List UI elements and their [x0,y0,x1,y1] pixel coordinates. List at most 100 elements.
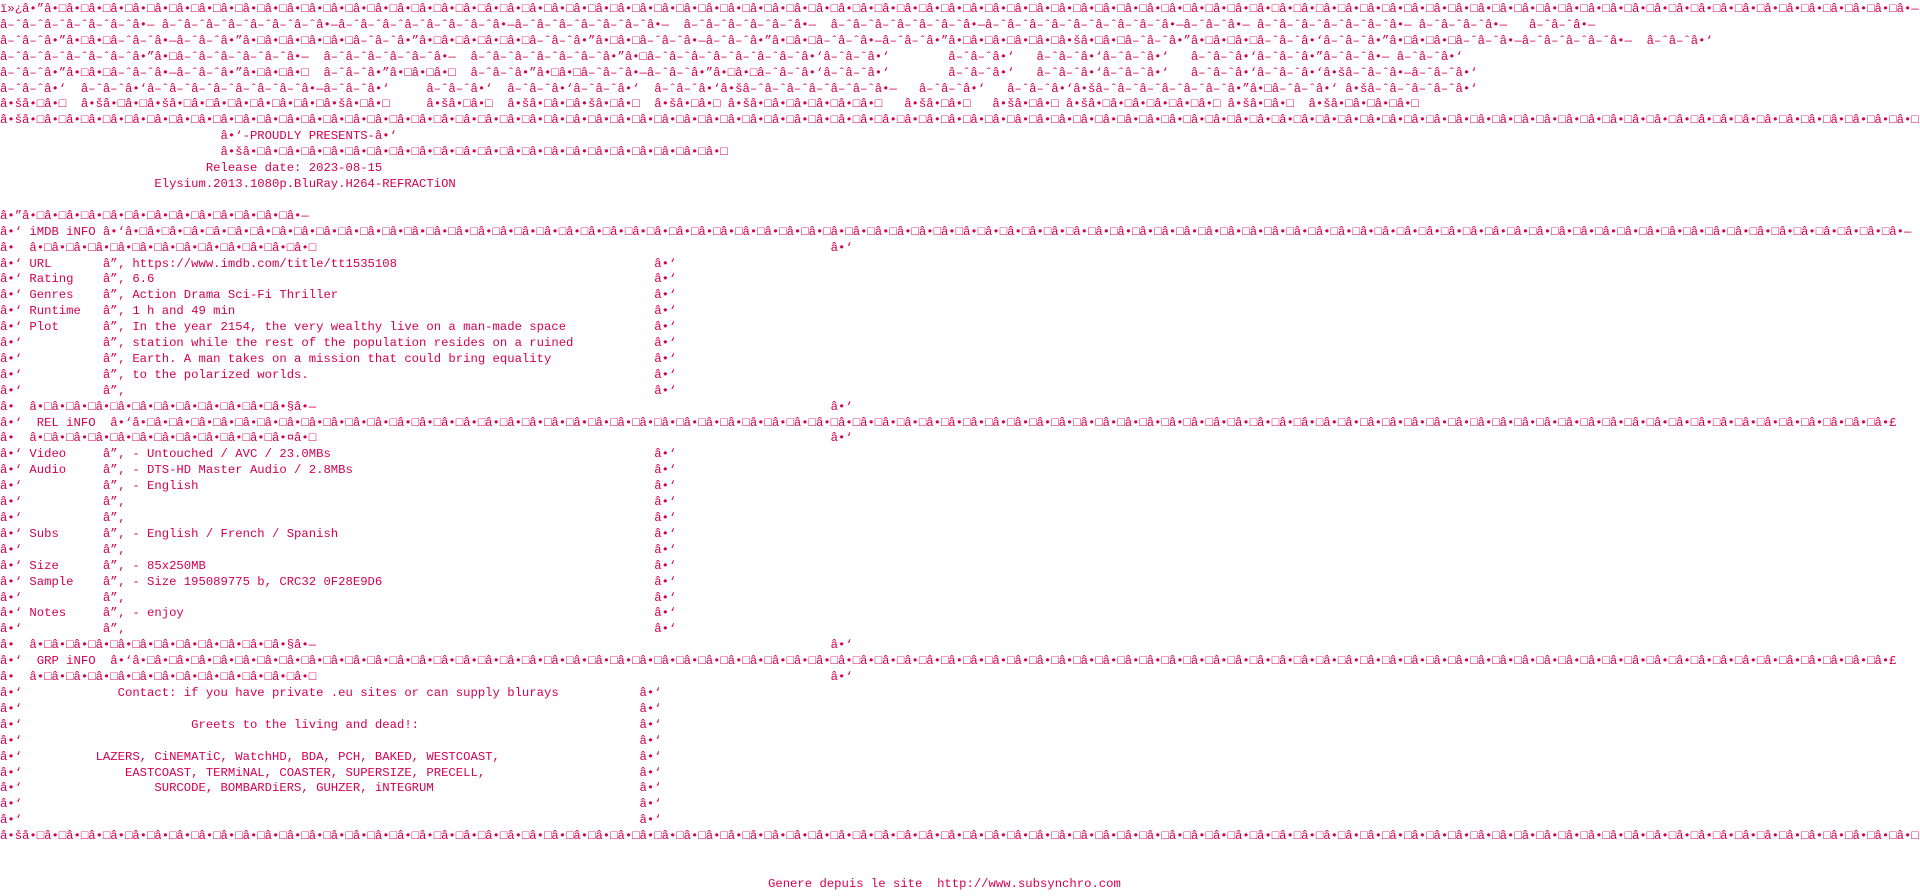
nfo-line-text: â•šâ•□â•□â•□â•□â•□â•□â•□â•□â•□â•□â•□â•□â… [0,829,1919,844]
box-border-right: â•‘ [639,717,662,732]
nfo-line-text: â• â•□â•□â•□â•□â•□â•□â•□â•□â•□â•□â•□â•§â… [0,638,317,653]
nfo-line-text: â•‘ SURCODE, BOMBARDiERS, GUHZER, iNTEGR… [0,781,434,796]
box-border-right: â•‘ [830,240,853,255]
nfo-line-text: â•‘ â”‚ [0,383,125,398]
box-border-right: â•‘ [654,495,677,510]
nfo-line: Release date: 2023-08-15 [0,161,1920,177]
nfo-line: â•‘ Rating â”‚ 6.6 â•‘ [0,272,1920,288]
nfo-line-text: â•‘ [0,733,23,748]
nfo-line: â•‘ Notes â”‚ - enjoy â•‘ [0,606,1920,622]
nfo-line-text: â•‘ Subs â”‚ - English / French / Spanis… [0,526,339,541]
nfo-line: â•‘ â”‚ â•‘ [0,622,1920,638]
box-border-right: â•‘ [654,320,677,335]
nfo-line-text: â•‘ â”‚ to the polarized worlds. [0,367,309,382]
nfo-line-text: â•”â•□â•□â•□â•□â•□â•□â•□â•□â•□â•□â•□â•□â… [0,208,309,223]
box-border-right: â•‘ [654,367,677,382]
nfo-line-text: â•‘ Greets to the living and dead!: [0,717,420,732]
nfo-line-text: â•‘ [0,797,23,812]
nfo-line-text: â•‘ â”‚ [0,542,125,557]
nfo-line-text: â•‘ Audio â”‚ - DTS-HD Master Audio / 2.… [0,463,353,478]
nfo-line-text: â• â•□â•□â•□â•□â•□â•□â•□â•□â•□â•□â•□â•§â… [0,399,317,414]
nfo-line: â•‘ â”‚ to the polarized worlds. â•‘ [0,368,1920,384]
box-border-right: â•‘ [654,479,677,494]
box-border-right: â•‘ [639,813,662,828]
nfo-line: â•‘ SURCODE, BOMBARDiERS, GUHZER, iNTEGR… [0,781,1920,797]
box-border-right: â•‘ [654,590,677,605]
box-border-right: â•‘ [654,288,677,303]
nfo-line-text: â•‘ Video â”‚ - Untouched / AVC / 23.0MB… [0,447,331,462]
nfo-line: â–ˆâ–ˆâ•”â•□â•□â–ˆâ–ˆâ•—â–ˆâ–ˆâ•”â•□â•□â… [0,34,1920,50]
nfo-line-text: Elysium.2013.1080p.BluRay.H264-REFRACTiO… [0,176,456,191]
box-border-right: â•‘ [654,351,677,366]
nfo-line: â•‘ EASTCOAST, TERMiNAL, COASTER, SUPERS… [0,766,1920,782]
nfo-line: â• â•□â•□â•□â•□â•□â•□â•□â•□â•□â•□â•□â•¤â… [0,431,1920,447]
nfo-line: â•‘ iMDB iNFO â•‘â•□â•□â•□â•□â•□â•□â•□â•… [0,225,1920,241]
box-border-right: â•‘ [639,749,662,764]
nfo-line-text: â•‘ Contact: if you have private .eu sit… [0,685,559,700]
nfo-line: â•‘ Contact: if you have private .eu sit… [0,686,1920,702]
nfo-line-text: â•‘ â”‚ station while the rest of the po… [0,336,574,351]
box-border-right: â•‘ [654,542,677,557]
nfo-line-text: â•‘ Notes â”‚ - enjoy [0,606,184,621]
box-border-right: â•‘ [639,797,662,812]
nfo-line: â•‘â•‘ [0,702,1920,718]
nfo-line-text: â–ˆâ–ˆâ•”â•□â•□â–ˆâ–ˆâ•—â–ˆâ–ˆâ•”â•□â•□â… [0,33,1713,48]
nfo-line: â•‘ â”‚â•‘ [0,495,1920,511]
nfo-line: â•‘ â”‚â•‘ [0,384,1920,400]
box-border-right: â•‘ [654,272,677,287]
box-border-right: â•‘ [654,558,677,573]
nfo-line: â•‘ Genres â”‚ Action Drama Sci-Fi Thril… [0,288,1920,304]
nfo-line: â–ˆâ–ˆâ–ˆâ–ˆâ–ˆâ–ˆâ•— â–ˆâ–ˆâ–ˆâ–ˆâ–ˆâ–ˆ… [0,18,1920,34]
box-border-right: â•‘ [654,574,677,589]
nfo-line: â• â•□â•□â•□â•□â•□â•□â•□â•□â•□â•□â•□â•§â… [0,638,1920,654]
box-border-right: â•‘ [639,781,662,796]
nfo-line-text: â–ˆâ–ˆâ•”â•□â•□â–ˆâ–ˆâ•—â–ˆâ–ˆâ•”â•□â•□â… [0,65,1478,80]
nfo-line-text: â•‘ Runtime â”‚ 1 h and 49 min [0,304,236,319]
nfo-line: ï»¿â•”â•□â•□â•□â•□â•□â•□â•□â•□â•□â•□â•□â… [0,2,1920,18]
nfo-line: â•‘ â”‚ station while the rest of the po… [0,336,1920,352]
nfo-line-text: â•‘ â”‚ [0,622,125,637]
nfo-line-text: â•‘ LAZERS, CiNEMATiC, WatchHD, BDA, PCH… [0,749,500,764]
nfo-line-text: â•‘ [0,813,23,828]
nfo-line-text: Release date: 2023-08-15 [0,161,383,176]
box-border-right: â•‘ [654,606,677,621]
nfo-line: â•‘ URL â”‚ https://www.imdb.com/title/t… [0,257,1920,273]
nfo-line-text: â•‘ iMDB iNFO â•‘â•□â•□â•□â•□â•□â•□â•□â•… [0,224,1912,239]
nfo-line-text: â•‘ URL â”‚ https://www.imdb.com/title/t… [0,256,397,271]
nfo-line: â• â•□â•□â•□â•□â•□â•□â•□â•□â•□â•□â•□â•□â… [0,670,1920,686]
nfo-line-text: ï»¿â•”â•□â•□â•□â•□â•□â•□â•□â•□â•□â•□â•□â… [0,2,1919,16]
nfo-line: â•‘ Subs â”‚ - English / French / Spanis… [0,527,1920,543]
nfo-text-document: ï»¿â•”â•□â•□â•□â•□â•□â•□â•□â•□â•□â•□â•□â… [0,2,1920,844]
box-border-right: â•‘ [654,622,677,637]
box-border-right: â•‘ [830,670,853,685]
nfo-line: â•‘ â”‚ - English â•‘ [0,479,1920,495]
nfo-line: â•‘ â”‚ Earth. A man takes on a mission … [0,352,1920,368]
nfo-line: â•‘ â•‘ [0,797,1920,813]
nfo-line-text: â•šâ•□â•□â•□â•□â•□â•□â•□â•□â•□â•□â•□â•□â… [0,145,728,160]
box-border-right: â•‘ [654,447,677,462]
box-border-right: â•‘ [639,701,662,716]
nfo-line-text: â•‘ â”‚ - English [0,479,199,494]
nfo-line-text: â• â•□â•□â•□â•□â•□â•□â•□â•□â•□â•□â•□â•¤â… [0,431,317,446]
nfo-line: â•‘ â”‚ â•‘ [0,511,1920,527]
nfo-line [0,193,1920,209]
nfo-line: â•‘-PROUDLY PRESENTS-â•‘ [0,129,1920,145]
nfo-line: â•šâ•□â•□ â•šâ•□â•□â•šâ•□â•□â•□â•□â•□â•□… [0,97,1920,113]
nfo-line-text: â•‘ Rating â”‚ 6.6 [0,272,155,287]
footer-credit: Genere depuis le site http://www.subsync… [768,877,1121,891]
nfo-line: â• â•□â•□â•□â•□â•□â•□â•□â•□â•□â•□â•□â•§â… [0,400,1920,416]
box-border-right: â•‘ [654,511,677,525]
nfo-line-text: â•‘ â”‚ Earth. A man takes on a mission … [0,351,552,366]
box-border-right: â•‘ [654,526,677,541]
box-border-right: â•‘ [830,431,853,446]
nfo-line: â•‘ â”‚ â•‘ [0,543,1920,559]
nfo-line-text: â•šâ•□â•□ â•šâ•□â•□â•šâ•□â•□â•□â•□â•□â•□… [0,97,1419,112]
nfo-line: â•šâ•□â•□â•□â•□â•□â•□â•□â•□â•□â•□â•□â•□â… [0,145,1920,161]
nfo-line: â•‘ â•‘ [0,813,1920,829]
nfo-line: â•‘ Greets to the living and dead!: â•‘ [0,718,1920,734]
nfo-line-text: â•‘ â”‚ [0,590,125,605]
nfo-line-text: â•‘ â”‚ [0,511,125,525]
nfo-line-text: â• â•□â•□â•□â•□â•□â•□â•□â•□â•□â•□â•□â•□â… [0,240,317,255]
nfo-line: â•‘ Audio â”‚ - DTS-HD Master Audio / 2.… [0,463,1920,479]
